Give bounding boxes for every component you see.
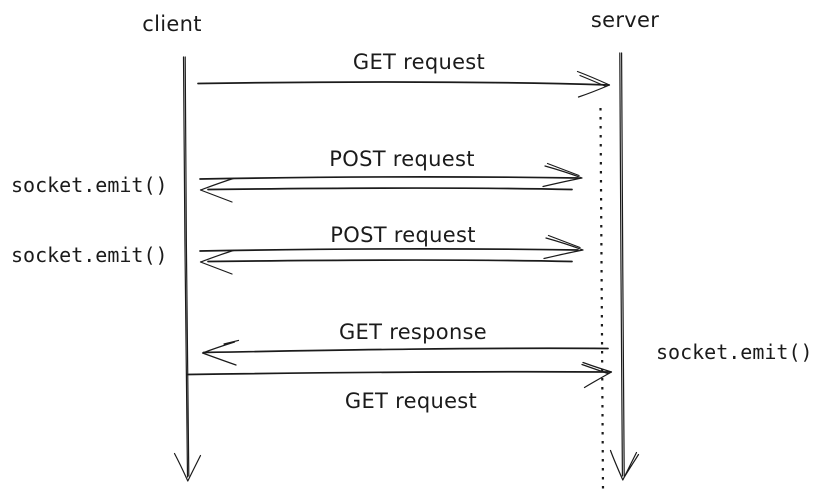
arrow-get-request-top — [197, 70, 611, 98]
arrow-shaft-top — [199, 176, 579, 180]
arrow-get-response — [201, 339, 609, 366]
annotation-socket-emit-right: socket.emit() — [656, 340, 813, 364]
arrow-right-head — [576, 70, 611, 98]
arrow-shaft-bottom — [207, 259, 573, 263]
annotation-socket-emit-1: socket.emit() — [11, 173, 168, 197]
server-lifeline-stroke — [619, 52, 623, 477]
server-lifeline-stroke2 — [621, 52, 625, 477]
arrow-right-head — [543, 234, 584, 260]
arrow-left-head — [199, 177, 235, 203]
arrow-down-icon — [173, 452, 202, 482]
message-label-get-request-bottom: GET request — [344, 389, 478, 413]
arrow-shaft-bottom — [207, 187, 573, 191]
arrow-right-head — [542, 162, 583, 188]
annotation-socket-emit-2: socket.emit() — [11, 243, 168, 267]
arrow-left-head — [199, 249, 235, 275]
message-label-get-response: GET response — [338, 320, 488, 344]
dotted-line — [599, 107, 605, 491]
actor-label-client: client — [142, 12, 202, 36]
message-label-post-request-2: POST request — [330, 223, 476, 247]
client-lifeline-stroke — [182, 56, 189, 478]
client-lifeline — [173, 56, 202, 482]
arrow-shaft — [186, 370, 612, 376]
arrow-left-head — [201, 339, 240, 366]
arrow-shaft — [197, 81, 610, 86]
arrow-right-head — [581, 361, 613, 389]
client-lifeline-stroke2 — [184, 56, 190, 477]
message-label-post-request-1: POST request — [329, 147, 475, 171]
arrow-post-request-1 — [199, 162, 583, 203]
arrow-shaft-top — [199, 248, 579, 252]
server-lifeline — [609, 52, 640, 481]
arrow-get-request-bottom — [186, 361, 613, 389]
message-label-get-request-top: GET request — [352, 50, 486, 74]
actor-label-server: server — [590, 8, 660, 32]
arrow-shaft — [202, 347, 609, 354]
arrow-down-icon — [609, 449, 640, 481]
server-dotted-lifeline — [599, 107, 605, 491]
arrow-post-request-2 — [199, 234, 584, 275]
